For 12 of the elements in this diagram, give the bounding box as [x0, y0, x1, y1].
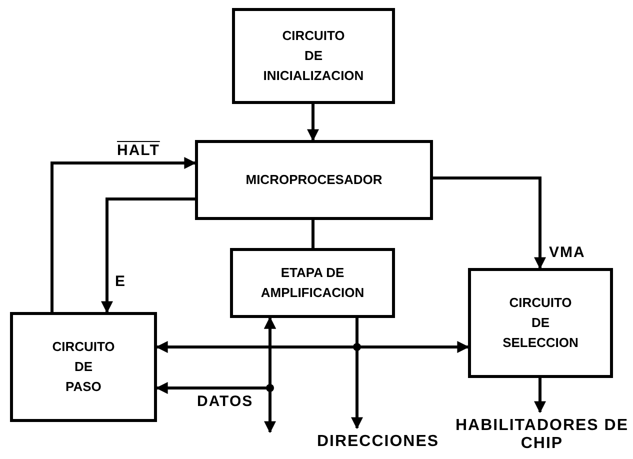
connector-arrow — [50, 157, 196, 312]
block-box: CIRCUITO DE SELECCION — [468, 268, 613, 378]
output-label: HABILITADORES DE CHIP — [452, 412, 632, 458]
connector-arrow — [307, 104, 319, 142]
block-box: ETAPA DE AMPLIFICACION — [230, 248, 395, 318]
connector-arrow — [433, 176, 546, 270]
connector-arrow — [264, 316, 276, 434]
connector-arrow — [534, 378, 546, 414]
block-box: MICROPROCESADOR — [195, 140, 433, 220]
block-box: CIRCUITO DE PASO — [10, 312, 157, 422]
connector-arrow — [101, 198, 195, 314]
block-box: CIRCUITO DE INICIALIZACION — [232, 8, 395, 104]
